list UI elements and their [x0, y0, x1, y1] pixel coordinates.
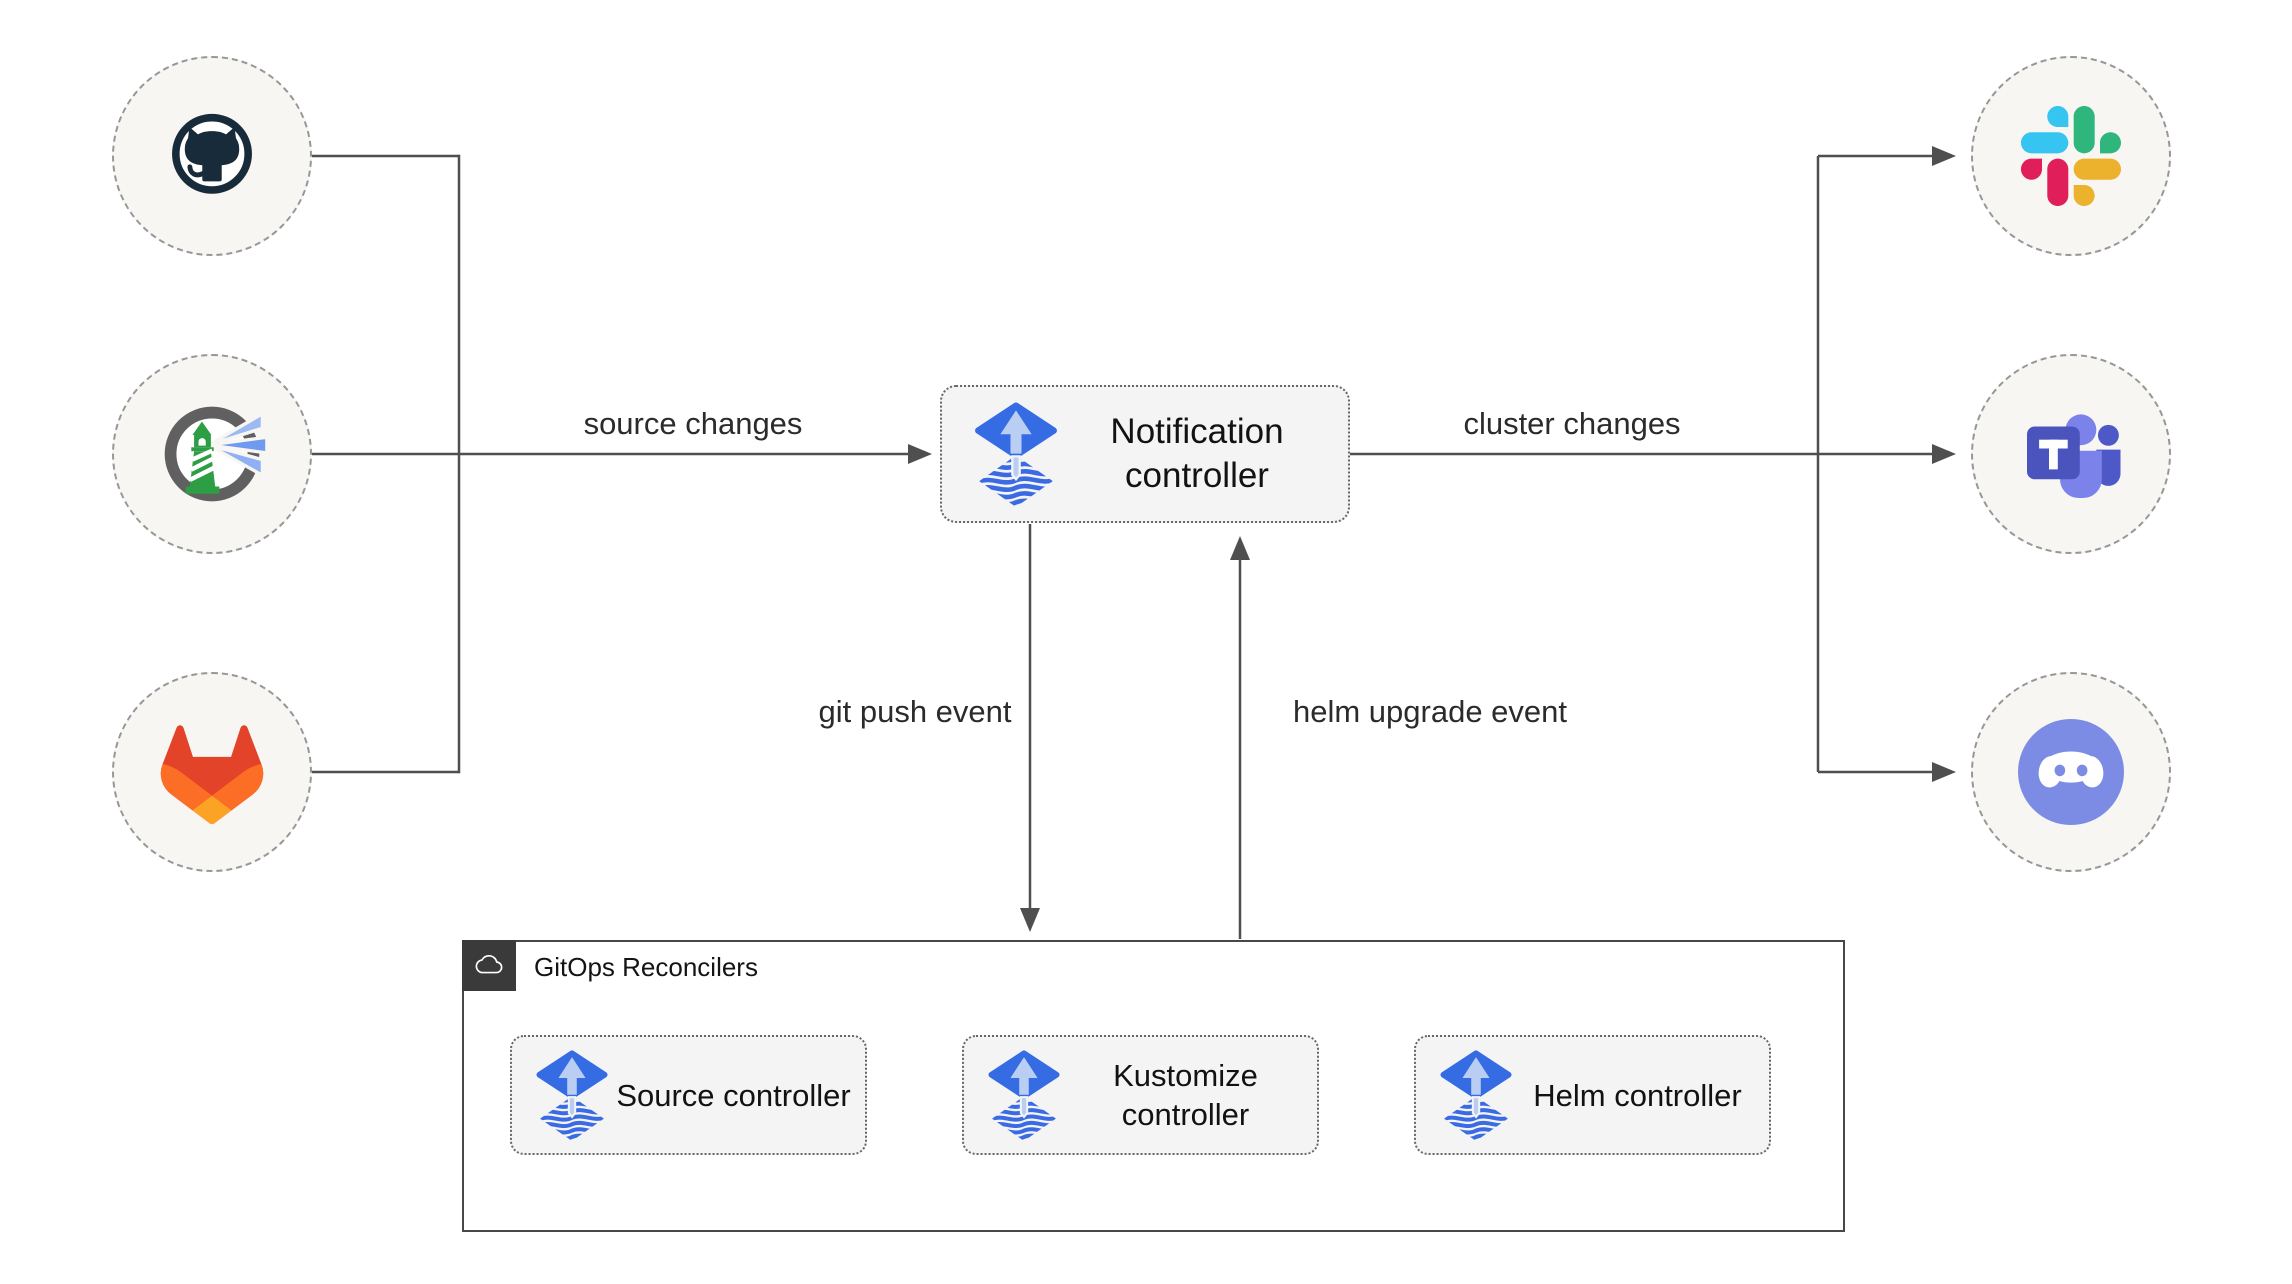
harbor-icon — [164, 406, 268, 502]
kustomize-controller-node: Kustomize controller — [962, 1035, 1319, 1155]
node-label: Notification controller — [1110, 412, 1284, 495]
node-label: Helm controller — [1533, 1077, 1742, 1113]
target-node-slack — [1971, 56, 2171, 256]
edge-label-helm-upgrade-event: helm upgrade event — [1292, 694, 1568, 729]
edge-label-git-push-event: git push event — [818, 694, 1012, 729]
flux-icon — [984, 1050, 1064, 1141]
discord-icon — [2018, 719, 2124, 825]
edge-label-source-changes: source changes — [583, 406, 803, 441]
ms-teams-icon — [2027, 414, 2121, 498]
target-node-discord — [1971, 672, 2171, 872]
source-controller-node: Source controller — [510, 1035, 867, 1155]
github-icon — [172, 113, 252, 194]
target-node-ms-teams — [1971, 354, 2171, 554]
cloud-icon — [475, 954, 502, 974]
gitlab-icon — [160, 725, 264, 825]
helm-controller-node: Helm controller — [1414, 1035, 1771, 1155]
source-node-gitlab — [112, 672, 312, 872]
cloud-badge — [461, 939, 516, 991]
group-title: GitOps Reconcilers — [534, 952, 758, 982]
gitops-reconcilers-group: GitOps Reconcilers Source controller Kus… — [461, 939, 1845, 1232]
flux-icon — [970, 402, 1062, 507]
flux-icon — [532, 1050, 612, 1141]
edge-label-cluster-changes: cluster changes — [1463, 406, 1681, 441]
flux-icon — [1436, 1050, 1516, 1141]
notification-controller-node: Notification controller — [940, 385, 1350, 523]
source-node-harbor — [112, 354, 312, 554]
source-node-github — [112, 56, 312, 256]
slack-icon — [2021, 106, 2121, 206]
node-label: Kustomize controller — [1113, 1058, 1258, 1132]
node-label: Source controller — [616, 1077, 851, 1113]
